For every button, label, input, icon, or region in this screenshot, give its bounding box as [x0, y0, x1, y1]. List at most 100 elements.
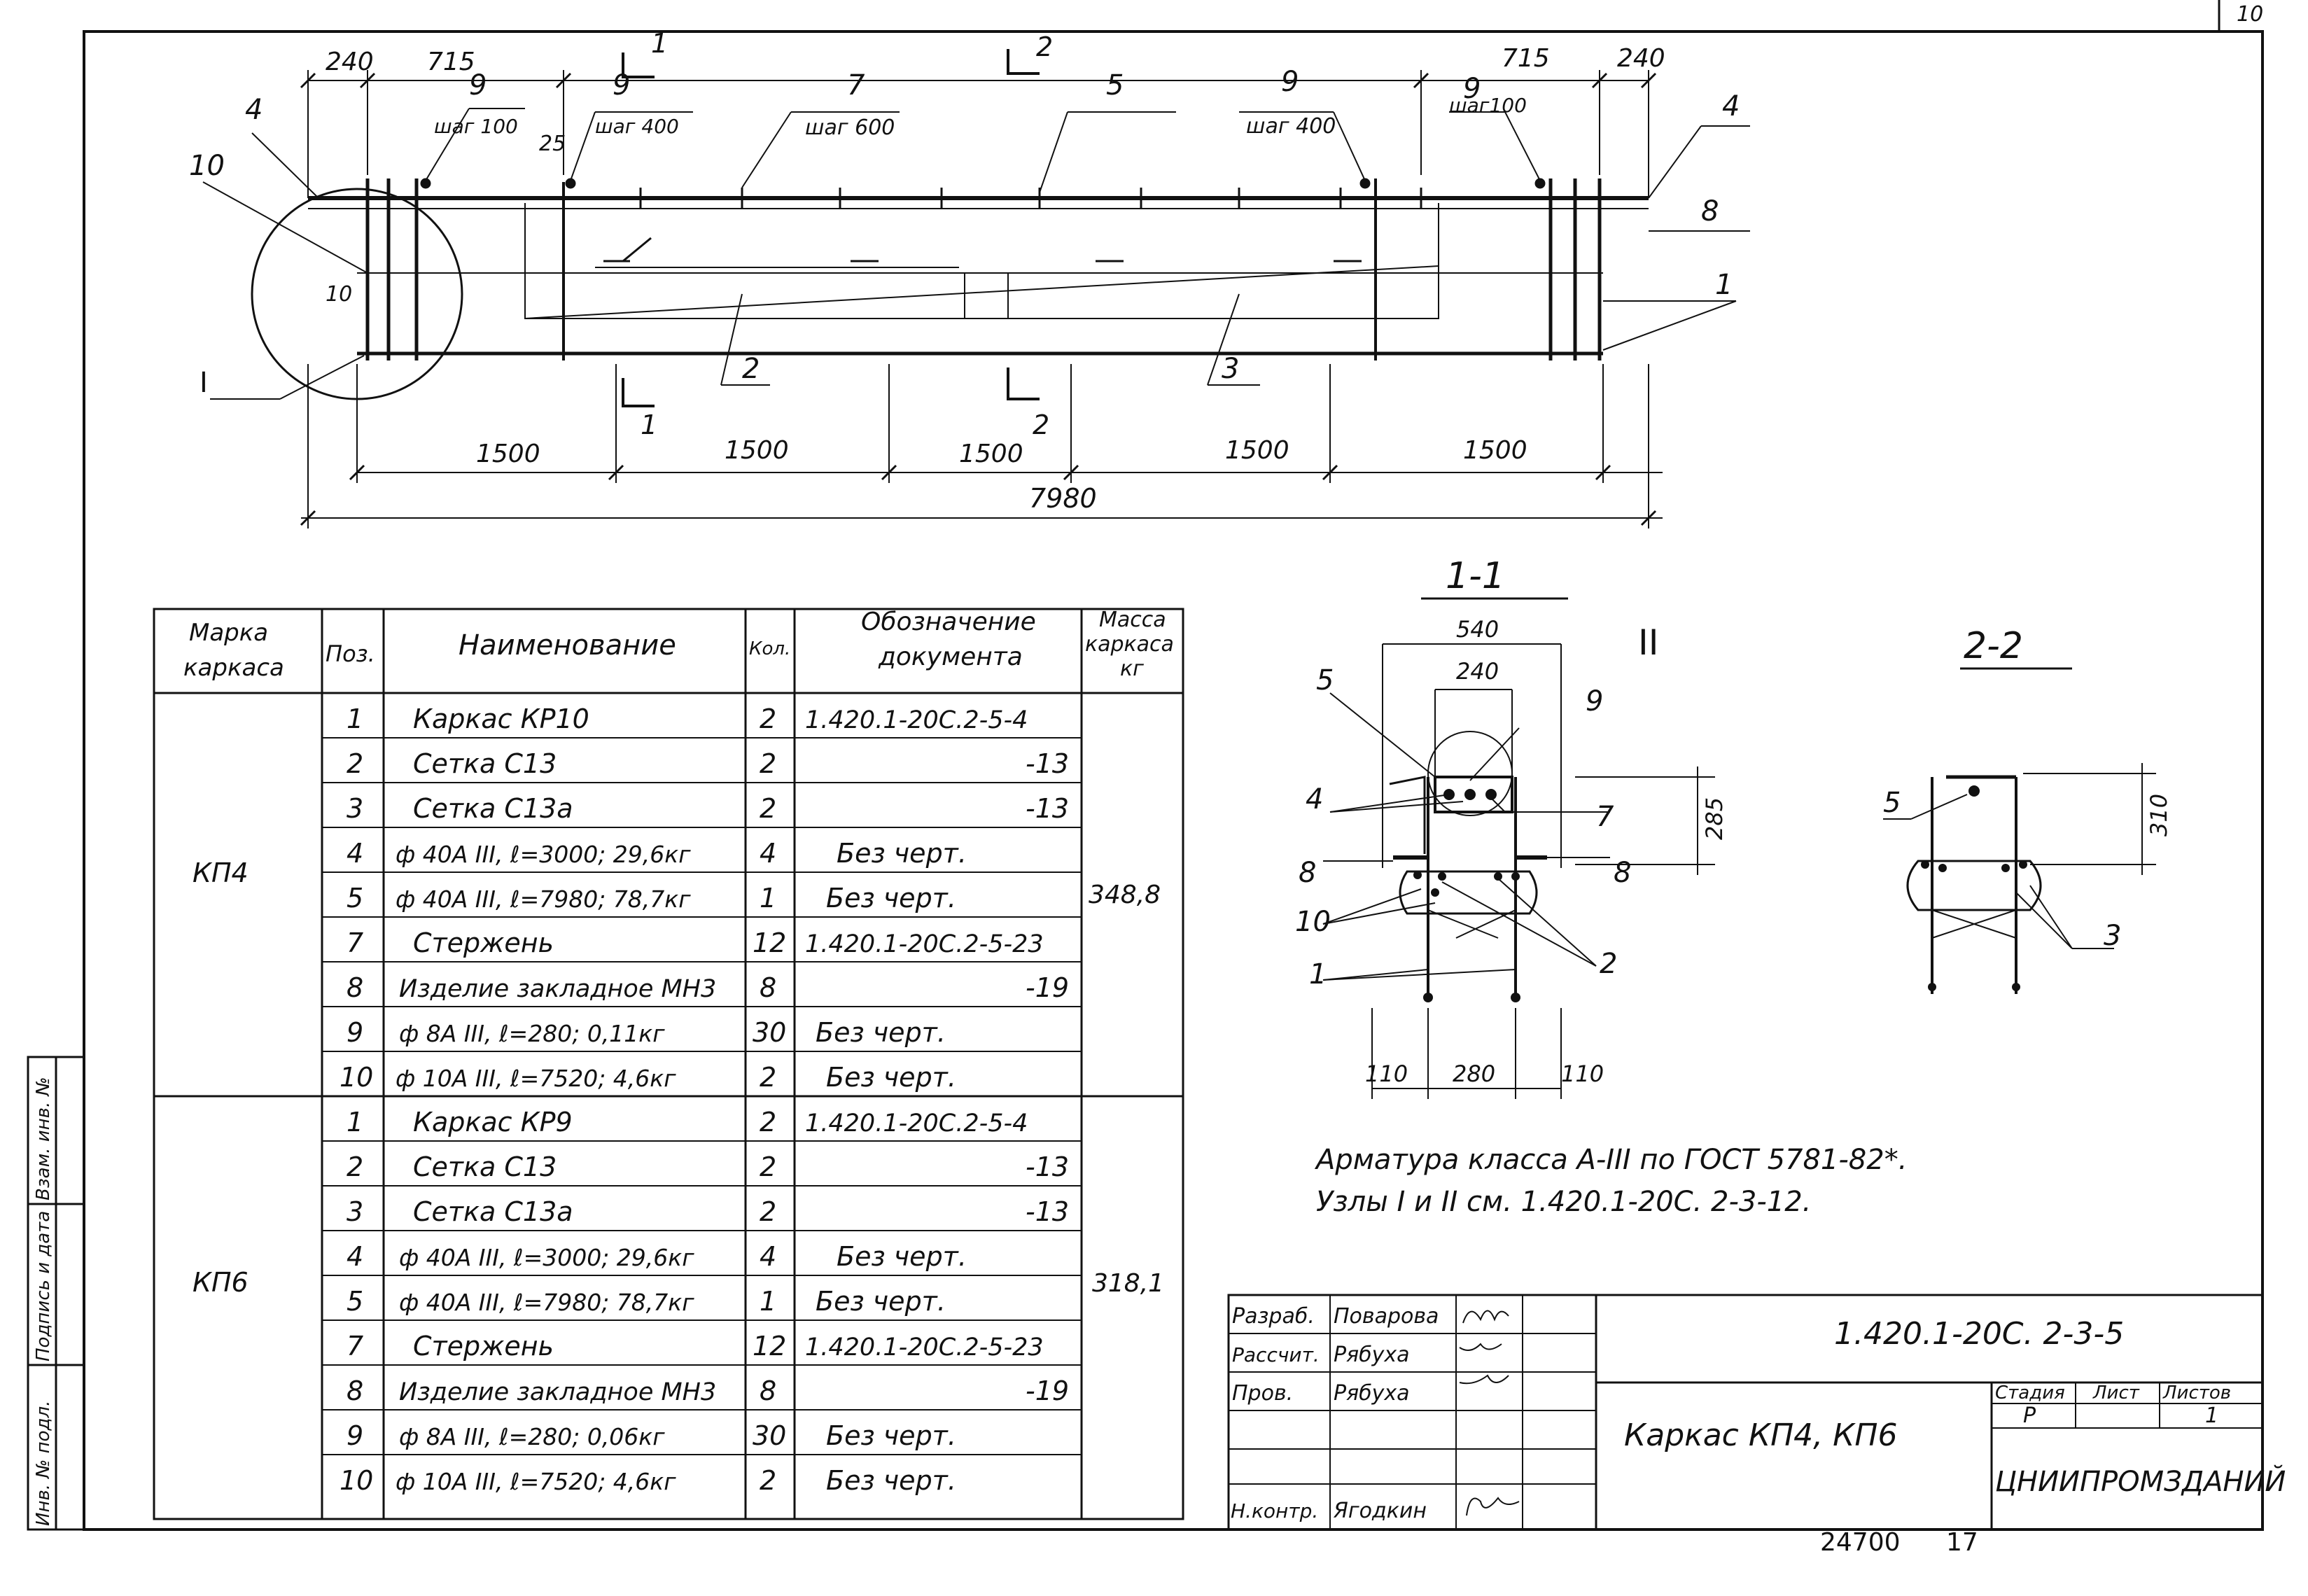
group-mass-kp4: 348,8	[1089, 881, 1161, 909]
th-doc-1: Обозначение	[861, 608, 1036, 636]
group-mark-kp6: КП6	[193, 1267, 249, 1298]
group-mark-kp4: КП4	[193, 858, 249, 888]
side-stamp-grid	[27, 1056, 85, 1531]
note-nodes: Узлы I и II см. 1.420.1-20С. 2-3-12.	[1316, 1186, 1811, 1218]
stamp-inv-no: Инв. № подл.	[33, 1401, 54, 1526]
row-name: Изделие закладное МН3	[399, 1378, 716, 1406]
row-qty: 8	[760, 1376, 776, 1406]
dim-25: 25	[539, 132, 566, 156]
s11-label-7: 7	[1596, 801, 1614, 833]
tb-title: Каркас КП4, КП6	[1624, 1418, 1897, 1453]
callout-note-9-b: шаг 400	[595, 115, 679, 138]
row-doc: Без черт.	[816, 1286, 946, 1317]
row-doc: -13	[1026, 793, 1069, 824]
dim-10: 10	[326, 282, 352, 307]
s11-label-10: 10	[1295, 906, 1331, 938]
spec-table-grid	[153, 608, 1184, 1520]
s11-label-1: 1	[1309, 958, 1327, 990]
dim-110-right: 110	[1561, 1060, 1604, 1087]
cut-1-top: 1	[651, 28, 668, 59]
section-1-1-node: II	[1638, 622, 1659, 663]
dim-715-right: 715	[1502, 44, 1550, 73]
row-pos: 8	[347, 1376, 363, 1406]
row-qty: 2	[760, 704, 776, 734]
section-1-1	[1322, 597, 1715, 1099]
row-pos: 5	[347, 883, 363, 913]
th-mass-1: Масса	[1099, 608, 1166, 632]
row-name: Каркас КР10	[413, 704, 589, 734]
signature-norm-control	[1466, 1497, 1520, 1516]
th-doc-2: документа	[878, 643, 1023, 671]
tb-sheet-label: Лист	[2092, 1382, 2140, 1404]
dim-1500-1: 1500	[476, 440, 540, 468]
row-pos: 4	[347, 1241, 363, 1272]
row-doc: 1.420.1-20С.2-5-4	[805, 706, 1028, 734]
elevation-view	[202, 49, 1750, 528]
th-mass-2: каркаса	[1085, 632, 1174, 657]
dim-540: 540	[1456, 616, 1499, 643]
row-qty: 2	[760, 1107, 776, 1138]
row-qty: 1	[760, 883, 776, 913]
th-mark-1: Марка	[189, 619, 268, 647]
signature-checker	[1459, 1374, 1509, 1385]
row-name: Стержень	[413, 1331, 554, 1362]
tb-role-1: Рассчит.	[1232, 1343, 1320, 1366]
row-doc: 1.420.1-20С.2-5-23	[805, 930, 1044, 958]
th-mark-2: каркаса	[183, 654, 284, 682]
dim-110-left: 110	[1365, 1060, 1408, 1087]
label-pos-1: 1	[1715, 269, 1733, 301]
row-name: ф 8А III, ℓ=280; 0,11кг	[399, 1020, 665, 1047]
tb-name-5: Ягодкин	[1333, 1499, 1427, 1523]
stamp-signature-date: Подпись и дата	[33, 1211, 54, 1362]
row-doc: Без черт.	[826, 1465, 956, 1496]
row-name: Сетка С13	[413, 1152, 557, 1182]
s11-label-8-left: 8	[1299, 857, 1316, 889]
callout-pos-7: 7	[847, 69, 865, 102]
row-pos: 9	[347, 1017, 363, 1048]
row-doc: -13	[1026, 748, 1069, 779]
tb-role-2: Пров.	[1232, 1381, 1293, 1406]
row-qty: 30	[753, 1017, 786, 1048]
dim-715-left: 715	[427, 48, 475, 76]
tb-name-0: Поварова	[1334, 1304, 1439, 1329]
row-pos: 2	[347, 748, 363, 779]
tb-role-0: Разраб.	[1232, 1304, 1315, 1329]
dim-310: 310	[2146, 794, 2172, 836]
dim-240: 240	[1456, 658, 1499, 685]
row-pos: 10	[340, 1062, 373, 1093]
section-2-2-title: 2-2	[1964, 625, 2023, 667]
row-pos: 7	[347, 1331, 363, 1362]
label-pos-2: 2	[742, 353, 760, 385]
callout-note-9-c: шаг 400	[1246, 114, 1336, 139]
row-pos: 3	[347, 1196, 363, 1227]
row-qty: 12	[753, 1331, 786, 1362]
spec-table-rows	[322, 737, 1082, 1455]
s11-label-8-right: 8	[1614, 857, 1631, 889]
row-pos: 10	[340, 1465, 373, 1496]
row-pos: 9	[347, 1420, 363, 1451]
dim-240-left: 240	[326, 48, 374, 76]
row-name: ф 8А III, ℓ=280; 0,06кг	[399, 1423, 665, 1450]
row-name: Каркас КР9	[413, 1107, 573, 1138]
dim-1500-2: 1500	[725, 436, 789, 465]
s11-label-2: 2	[1600, 948, 1617, 980]
row-name: Стержень	[413, 927, 554, 958]
note-reinforcement: Арматура класса А-III по ГОСТ 5781-82*.	[1314, 1144, 1907, 1176]
corner-sheet-number: 10	[2237, 2, 2263, 27]
th-pos: Поз.	[326, 640, 375, 667]
spec-group-kp4-rows: 1 Каркас КР10 2 1.420.1-20С.2-5-4 2 Сетк…	[340, 704, 1069, 1093]
row-doc: -13	[1026, 1152, 1069, 1182]
tb-sheets: 1	[2205, 1404, 2218, 1428]
label-node-I: I	[200, 367, 208, 399]
cut-1-bottom: 1	[641, 410, 657, 440]
tb-stage: Р	[2023, 1404, 2036, 1428]
th-name: Наименование	[459, 629, 676, 662]
row-doc: -19	[1026, 1376, 1069, 1406]
row-doc: 1.420.1-20С.2-5-23	[805, 1334, 1044, 1362]
row-pos: 3	[347, 793, 363, 824]
callout-pos-9-a: 9	[469, 69, 487, 102]
footer-archive-number: 24700	[1820, 1528, 1901, 1557]
dim-285: 285	[1701, 797, 1728, 840]
row-qty: 4	[760, 838, 776, 869]
row-name: ф 40А III, ℓ=3000; 29,6кг	[396, 841, 691, 868]
